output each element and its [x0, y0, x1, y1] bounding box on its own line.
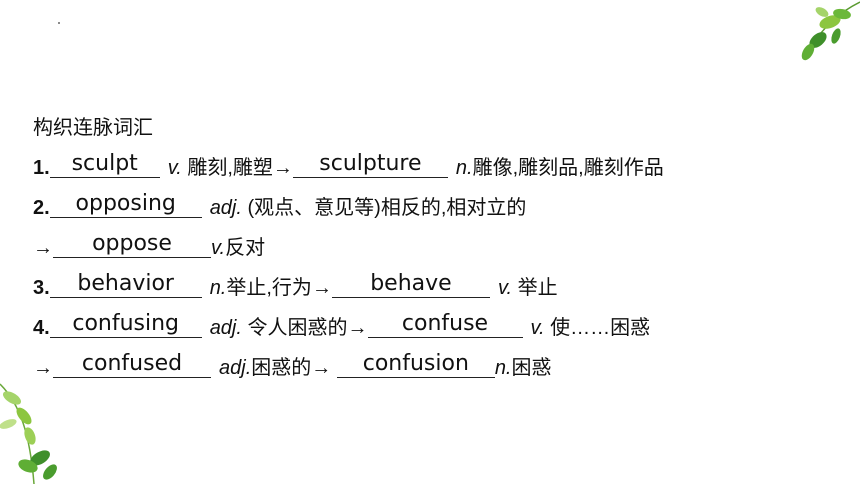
- answer-blank: opposing: [49, 191, 202, 218]
- meaning: 令人困惑的: [247, 317, 348, 339]
- meaning: 反对: [225, 237, 266, 259]
- meaning: 困惑: [511, 357, 552, 379]
- part-of-speech: v.: [530, 317, 545, 339]
- part-of-speech: n.: [455, 157, 473, 179]
- answer-blank: sculpture: [292, 151, 448, 178]
- answer-text: sculpture: [319, 151, 422, 176]
- item-number: 2.: [33, 197, 50, 219]
- leaf-branch-icon: [801, 1, 860, 61]
- item-number: 4.: [33, 317, 50, 339]
- answer-blank: oppose: [53, 231, 211, 258]
- part-of-speech: v.: [211, 237, 226, 259]
- part-of-speech: adj.: [219, 357, 252, 379]
- item-number: 1.: [33, 157, 50, 179]
- dot-mark: [58, 22, 60, 24]
- vocab-item-1: 1. sculpt v. 雕刻,雕塑→ sculpture n.雕像,雕刻品,雕刻作品: [33, 148, 833, 188]
- answer-text: sculpt: [71, 151, 138, 176]
- part-of-speech: v.: [497, 277, 513, 299]
- section-heading: 构织连脉词汇: [33, 117, 153, 139]
- answer-text: opposing: [75, 191, 176, 216]
- answer-blank: sculpt: [49, 151, 160, 178]
- vocab-item-2-continued: → oppose v.反对: [33, 228, 833, 268]
- answer-blank: confusing: [49, 311, 202, 338]
- answer-blank: behave: [331, 271, 490, 298]
- part-of-speech: n.: [494, 357, 512, 379]
- item-number: 3.: [33, 277, 50, 299]
- answer-text: behave: [370, 271, 452, 296]
- answer-blank: confusion: [336, 351, 495, 378]
- vocab-item-3: 3. behavior n.举止,行为→ behave v. 举止: [33, 268, 833, 308]
- vocab-item-2: 2. opposing adj. (观点、意见等)相反的,相对立的: [33, 188, 833, 228]
- answer-text: confused: [81, 351, 183, 376]
- meaning: 举止,行为: [226, 277, 312, 299]
- meaning: 困惑的: [251, 357, 312, 379]
- answer-text: oppose: [92, 231, 172, 256]
- vocab-item-4: 4. confusing adj. 令人困惑的→ confuse v. 使……困惑: [33, 308, 833, 348]
- arrow-icon: →: [33, 237, 53, 259]
- answer-text: confuse: [401, 311, 489, 336]
- meaning: 举止: [517, 277, 558, 299]
- meaning: (观点、意见等)相反的,相对立的: [247, 197, 527, 219]
- answer-blank: confuse: [367, 311, 523, 338]
- arrow-icon: →: [33, 357, 53, 379]
- arrow-icon: →: [311, 357, 332, 379]
- arrow-icon: →: [311, 277, 332, 299]
- arrow-icon: →: [347, 317, 368, 339]
- leaf-branch-icon: [0, 383, 57, 484]
- part-of-speech: n.: [209, 277, 227, 299]
- answer-text: confusion: [362, 351, 469, 376]
- part-of-speech: adj.: [209, 197, 242, 219]
- part-of-speech: adj.: [209, 317, 242, 339]
- part-of-speech: v.: [167, 157, 182, 179]
- answer-blank: confused: [53, 351, 211, 378]
- answer-text: behavior: [77, 271, 174, 296]
- meaning: 雕像,雕刻品,雕刻作品: [472, 157, 664, 179]
- meaning: 使……困惑: [550, 317, 651, 339]
- meaning: 雕刻,雕塑: [187, 157, 273, 179]
- answer-blank: behavior: [49, 271, 202, 298]
- answer-text: confusing: [72, 311, 180, 336]
- arrow-icon: →: [272, 157, 293, 179]
